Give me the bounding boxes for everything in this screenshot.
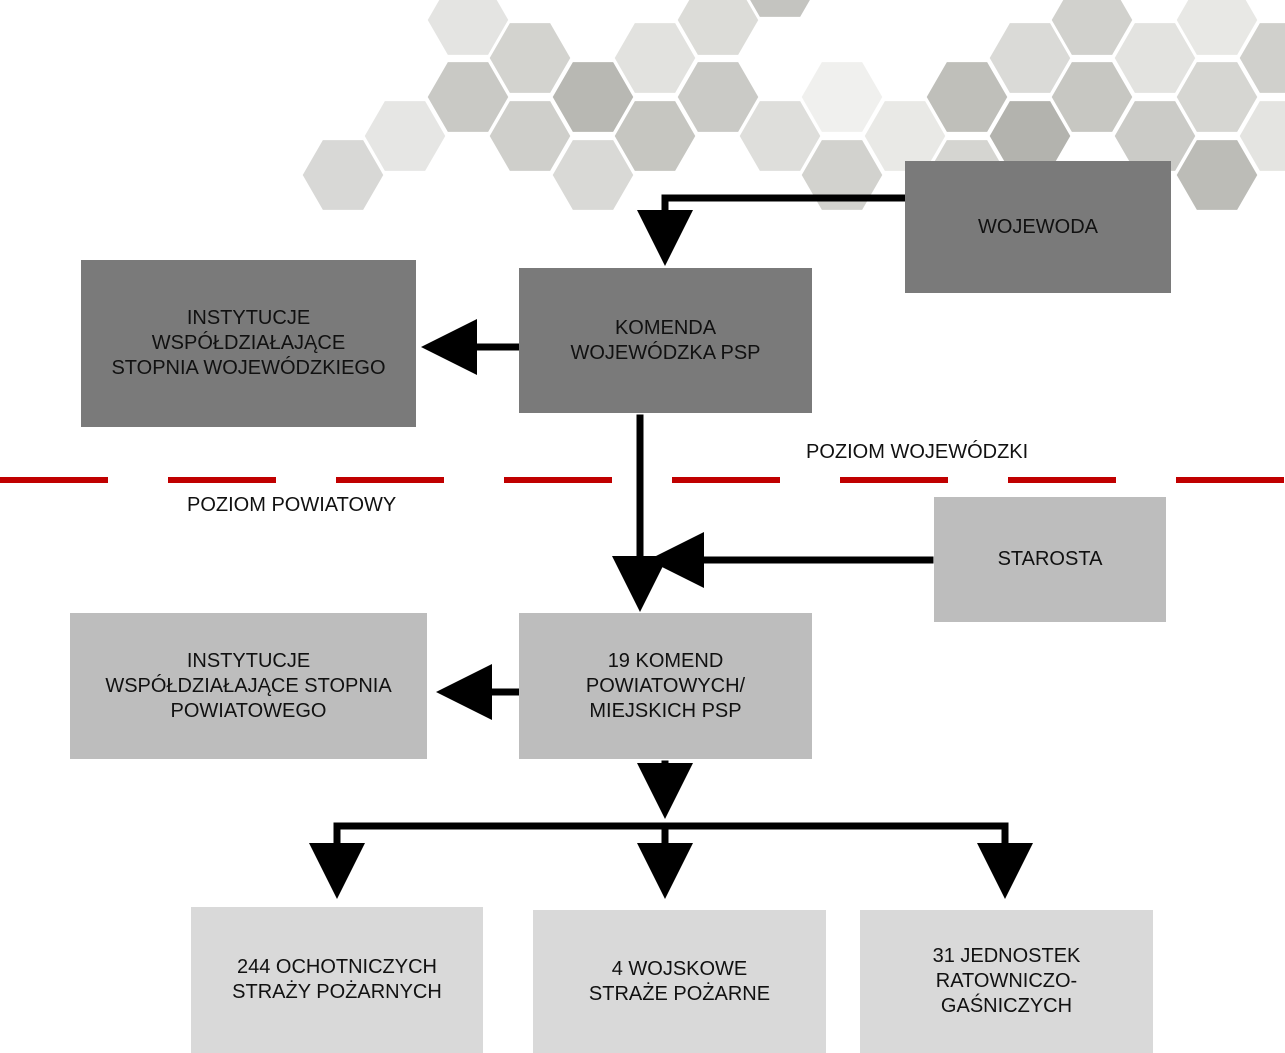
node-komendy-powiatowe: 19 KOMEND POWIATOWYCH/ MIEJSKICH PSP [519, 613, 812, 759]
arrow-wojewoda-to-komenda [637, 194, 909, 266]
label-poziom-wojewodzki: POZIOM WOJEWÓDZKI [806, 441, 1029, 463]
node-komenda-wojewodzka: KOMENDA WOJEWÓDZKA PSP [519, 268, 812, 413]
node-jrg: 31 JEDNOSTEK RATOWNICZO- GAŚNICZYCH [860, 910, 1153, 1053]
hexagon-shape [1236, 98, 1285, 174]
node-osp: 244 OCHOTNICZYCH STRAŻY POŻARNYCH [191, 907, 483, 1053]
branch-bar [333, 822, 1009, 882]
node-wojskowe: 4 WOJSKOWE STRAŻE POŻARNE [533, 910, 826, 1053]
hexagon-shape [674, 0, 762, 58]
node-instytucje-powiatowe: INSTYTUCJE WSPÓŁDZIAŁAJĄCE STOPNIA POWIA… [70, 613, 427, 759]
node-starosta: STAROSTA [934, 497, 1166, 622]
label-poziom-powiatowy: POZIOM POWIATOWY [187, 494, 397, 516]
node-wojewoda: WOJEWODA [905, 161, 1171, 293]
hexagon-shape [1236, 20, 1285, 96]
node-instytucje-wojewodzkie: INSTYTUCJE WSPÓŁDZIAŁAJĄCE STOPNIA WOJEW… [81, 260, 416, 427]
hexagon-shape [746, 0, 814, 20]
